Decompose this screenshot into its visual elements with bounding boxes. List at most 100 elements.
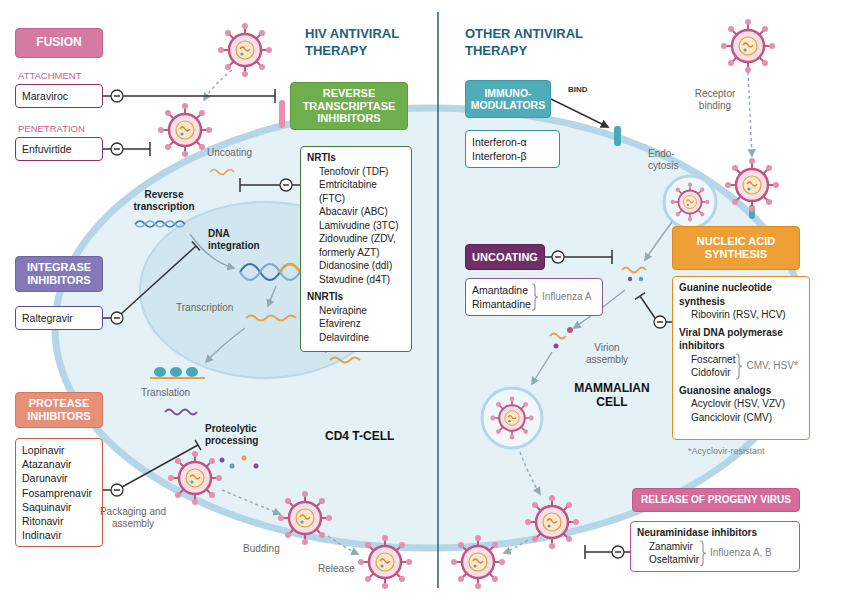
cell-label: MAMMALIAN CELL — [562, 382, 662, 410]
step-label: Packaging and assembly — [96, 506, 170, 529]
viral-protein — [628, 277, 632, 281]
brace — [700, 541, 706, 566]
process-arrow — [328, 536, 358, 554]
virus-note: Influenza A — [542, 290, 591, 304]
inhibit-symbol — [654, 316, 666, 328]
polypeptide — [165, 410, 197, 415]
class-header-box: PROTEASE INHIBITORS — [15, 392, 103, 428]
process-arrow — [504, 540, 528, 553]
drug-class: Viral DNA polymerase inhibitors — [679, 326, 803, 353]
step-label: Reverse transcription — [127, 189, 201, 212]
virion — [454, 538, 502, 586]
drug-name: Cidofovir — [679, 366, 735, 380]
class-header-box: FUSION — [15, 28, 103, 58]
drug-class: Guanosine analogs — [679, 384, 803, 398]
process-arrow — [748, 72, 752, 156]
ribosome — [154, 367, 166, 377]
drug-name: Interferon-α — [472, 135, 553, 149]
brace — [736, 354, 742, 379]
bind-arrow — [551, 99, 608, 127]
step-label: Transcription — [176, 302, 233, 314]
step-label: DNA integration — [208, 228, 270, 251]
inhibition-line — [585, 545, 630, 559]
step-label: Budding — [243, 543, 280, 555]
drug-name: Maraviroc — [22, 89, 96, 103]
drug-name: Rimantadine — [472, 297, 531, 311]
step-label: Uncoating — [207, 147, 252, 159]
process-arrow — [222, 490, 280, 514]
inhibition-line — [103, 89, 275, 103]
mrna — [246, 316, 296, 321]
section-title: UNCOATING — [472, 251, 538, 264]
drug-list-box: AmantadineRimantadineInfluenza A — [465, 278, 603, 316]
brace — [735, 353, 743, 380]
drug-list-box: Guanine nucleotide synthesisRibovirin (R… — [672, 276, 810, 440]
step-label: Release — [318, 563, 355, 575]
drug-name: Tenofovir (TDF) — [307, 165, 405, 179]
viral-rna — [550, 334, 566, 339]
inhibition-line — [103, 440, 201, 490]
class-header-box: IMMUNO-MODULATORS — [465, 80, 551, 118]
process-arrow — [268, 286, 276, 306]
mrna — [150, 377, 205, 379]
protein-fragment — [220, 458, 225, 463]
drug-name: Abacavir (ABC) — [307, 205, 405, 219]
virion — [528, 498, 576, 546]
brace — [699, 540, 707, 567]
virus-note: Influenza A, B — [710, 546, 772, 560]
drug-list-box: LopinavirAtazanavirDarunavirFosamprenavi… — [15, 438, 103, 547]
drug-name: Ganciclovir (CMV) — [679, 411, 803, 425]
drug-name: Fosamprenavir — [22, 486, 96, 500]
panel-title: HIV ANTIVIRAL THERAPY — [305, 26, 433, 60]
drug-name: Emtricitabine (FTC) — [307, 178, 405, 205]
hiv-virion — [221, 26, 269, 74]
inhibition-line — [545, 250, 612, 264]
drug-name: Saquinavir — [22, 500, 96, 514]
rna-strand — [210, 170, 234, 175]
cd4-receptor — [279, 100, 285, 128]
section-title: NUCLEIC ACID SYNTHESIS — [677, 235, 795, 260]
drug-class: Neuraminidase inhibitors — [637, 526, 793, 540]
inhibition-line — [103, 142, 150, 156]
drug-list-box: Neuraminidase inhibitorsZanamivirOseltam… — [630, 521, 800, 572]
drug-name: Atazanavir — [22, 457, 96, 471]
section-title: RELEASE OF PROGENY VIRUS — [641, 494, 791, 506]
virus-note: CMV, HSV* — [746, 359, 797, 373]
virion — [728, 161, 776, 209]
inhibit-symbol — [552, 251, 564, 263]
drug-name: Delavirdine — [307, 331, 405, 345]
step-heading: ATTACHMENT — [18, 70, 82, 83]
cell-membrane — [55, 108, 805, 548]
viral-rna — [622, 268, 646, 273]
ribosome — [186, 367, 198, 377]
drug-name: Darunavir — [22, 471, 96, 485]
drug-class: NRTIs — [307, 151, 405, 165]
inhibition-line — [240, 178, 300, 192]
drug-name: Interferon-β — [472, 149, 553, 163]
drug-name: Efavirenz — [307, 317, 405, 331]
class-header-box: RELEASE OF PROGENY VIRUS — [632, 488, 800, 512]
section-title: FUSION — [36, 36, 81, 50]
class-header-box: NUCLEIC ACID SYNTHESIS — [672, 226, 800, 270]
step-label: Endo-cytosis — [648, 148, 690, 171]
drug-name: Lamivudine (3TC) — [307, 219, 405, 233]
step-heading: PENETRATION — [18, 123, 85, 136]
viral-protein — [567, 327, 573, 333]
drug-class: NNRTIs — [307, 290, 405, 304]
drug-name: Raltegravir — [22, 311, 96, 325]
cell-receptor — [614, 126, 621, 146]
section-title: REVERSE TRANSCRIPTASE INHIBITORS — [295, 87, 403, 125]
inhibit-symbol — [111, 90, 123, 102]
dna-strand — [135, 221, 185, 227]
panel-divider — [437, 12, 439, 588]
drug-name: Enfuvirtide — [22, 142, 96, 156]
hiv-virion — [361, 538, 409, 586]
viral-protein — [554, 344, 559, 349]
section-title: PROTEASE INHIBITORS — [20, 397, 98, 422]
footnote: *Acyclovir-resistant — [688, 446, 765, 456]
inhibition-line — [635, 293, 672, 322]
viral-protein — [639, 277, 643, 281]
process-arrow — [645, 222, 672, 260]
drug-name: Foscarnet — [679, 353, 735, 367]
inhibit-symbol — [612, 546, 624, 558]
